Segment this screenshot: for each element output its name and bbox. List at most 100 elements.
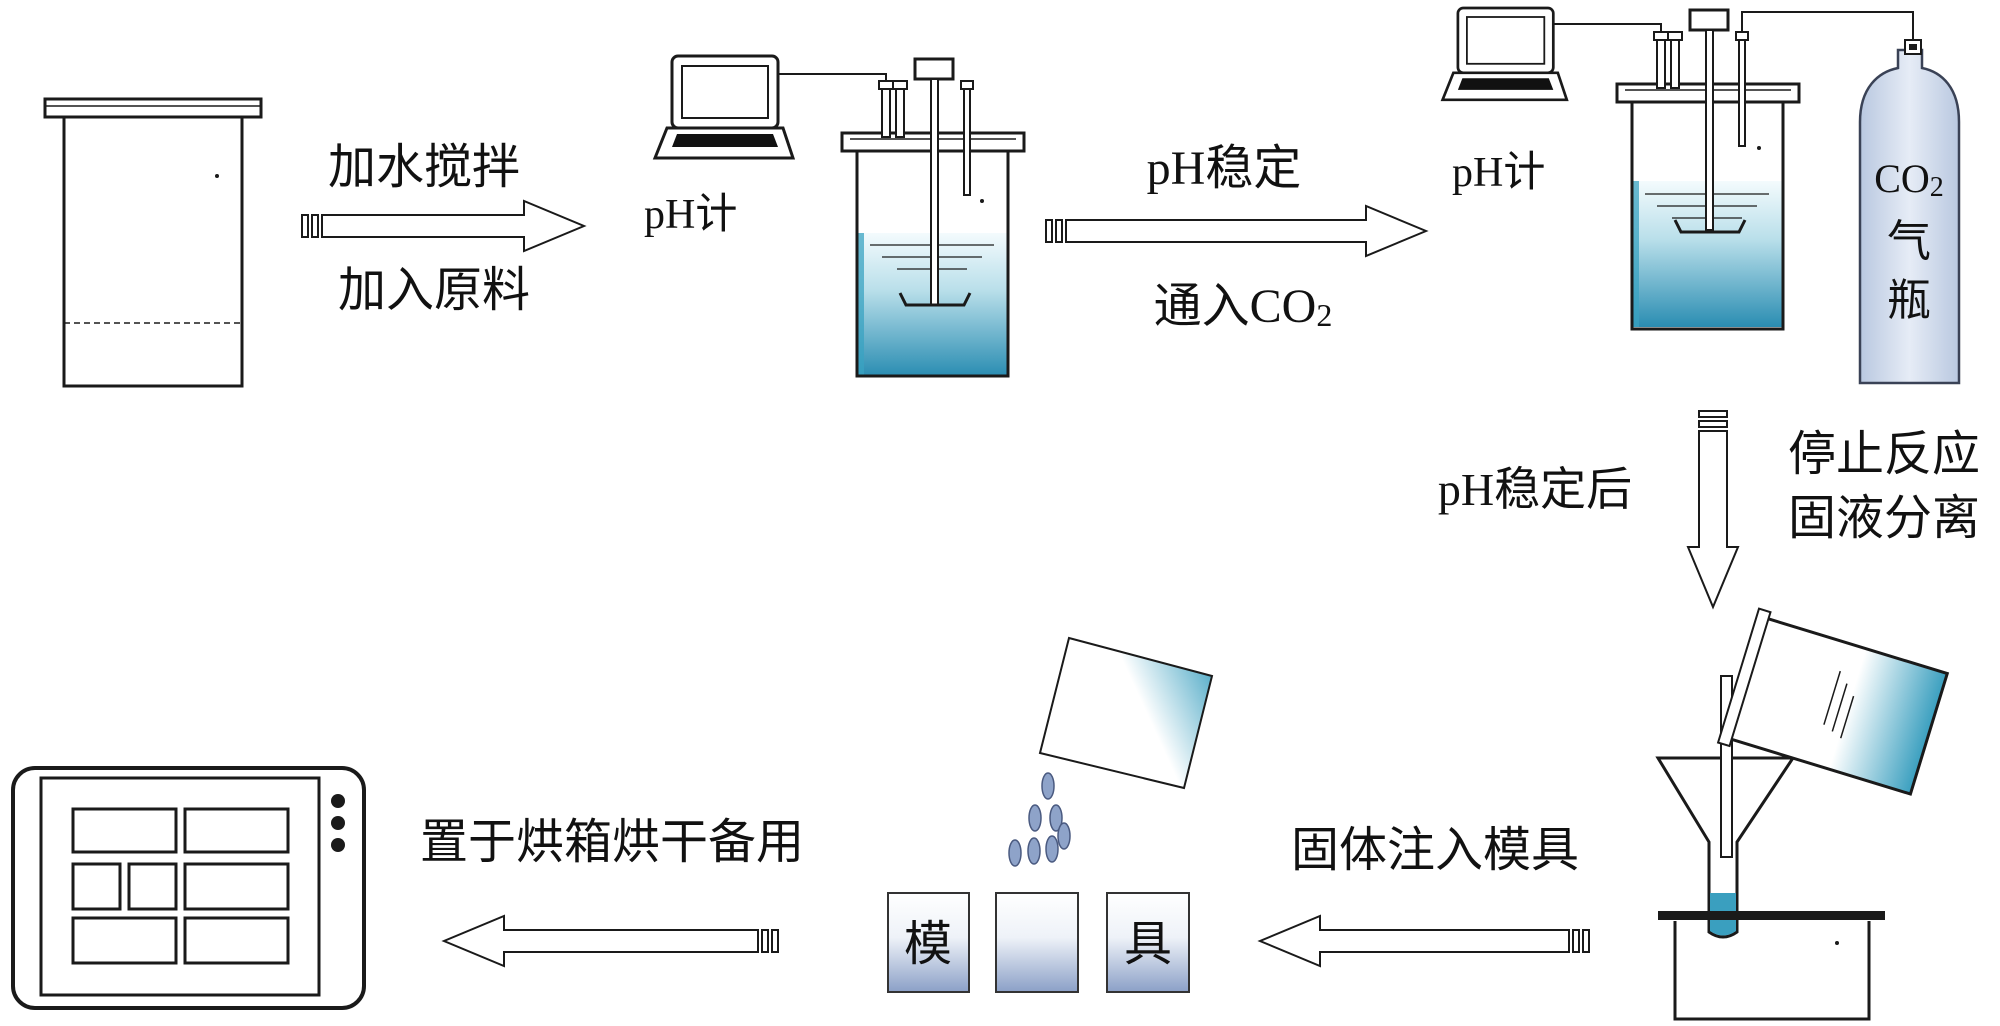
- reactor-liquid-edge: [857, 233, 864, 376]
- ph-meter-cable: [778, 73, 887, 81]
- gas-cylinder-label-line-3: 瓶: [1887, 275, 1931, 326]
- ph-electrode: [1656, 37, 1666, 89]
- arrow-tail-bar: [1582, 929, 1590, 953]
- temperature-probe: [1670, 37, 1680, 89]
- gas-inlet-tube: [963, 86, 971, 196]
- arrow-body: [321, 199, 587, 253]
- support-plate: [1658, 911, 1885, 920]
- mold-label-right: 具: [1124, 916, 1172, 972]
- reactor-icon: [1615, 8, 1801, 331]
- receiving-beaker: [1673, 921, 1871, 1021]
- reactor-icon: [840, 57, 1026, 378]
- gas-cylinder-label-line-2: 气: [1887, 216, 1931, 267]
- filtration-setup: [1655, 607, 1950, 1021]
- graduation-line: [1839, 695, 1855, 739]
- oven-shelf-cell: [183, 862, 290, 911]
- stirrer-shaft: [1705, 29, 1714, 231]
- ph-meter-cable: [1553, 23, 1662, 32]
- droplet: [1049, 804, 1063, 832]
- temperature-probe-cap: [1667, 31, 1683, 41]
- arrow-down: [1686, 410, 1740, 610]
- arrow-tail-bar: [1572, 929, 1580, 953]
- oven-shelf-cell: [127, 862, 178, 911]
- gas-inlet-cap: [960, 80, 974, 90]
- oven-shelf-cell: [71, 916, 178, 965]
- step-label-introduce-co2-main: 通入CO: [1154, 280, 1317, 333]
- glass-rod: [1720, 675, 1733, 858]
- reactor-liquid-edge: [1632, 181, 1639, 327]
- tilted-plate: [1038, 636, 1214, 790]
- oven-control-knob: [331, 838, 345, 852]
- gas-cylinder-label-co2-main: CO: [1874, 156, 1930, 201]
- mold-label-left: 模: [904, 916, 952, 972]
- laptop-keyboard: [1457, 78, 1554, 90]
- ph-electrode-cap: [878, 80, 894, 90]
- reactor-body: [1630, 102, 1785, 331]
- droplet: [1028, 804, 1042, 832]
- graduation-line: [1823, 670, 1842, 725]
- stirrer-motor: [913, 57, 955, 81]
- stirrer-impeller: [1673, 219, 1747, 234]
- arrow-tail-bar: [761, 929, 769, 953]
- mold-box-right: [1106, 892, 1190, 993]
- gas-cylinder-icon: [1858, 39, 1961, 385]
- laptop-keyboard: [672, 134, 778, 147]
- arrow-left-1: [1257, 914, 1590, 968]
- droplet: [1008, 839, 1022, 867]
- beaker-body: [62, 117, 244, 388]
- oven-shelf-cell: [71, 862, 122, 911]
- arrow-tail-bar: [771, 929, 779, 953]
- mold-box-left: [887, 892, 970, 993]
- arrow-body: [1257, 914, 1570, 968]
- droplet: [1027, 837, 1041, 865]
- arrow-tail-bar: [1698, 410, 1728, 418]
- ph-meter-label: pH计: [644, 192, 737, 238]
- mold-set: 模 具: [887, 636, 1214, 993]
- laptop-screen: [1466, 16, 1546, 65]
- mold-box-middle: [995, 892, 1079, 993]
- arrow-tail-bar: [1698, 420, 1728, 428]
- arrow-tail-bar: [1055, 219, 1063, 243]
- gas-inlet-cap: [1735, 31, 1749, 41]
- temperature-probe: [895, 86, 905, 138]
- reactor-mark: [980, 199, 984, 203]
- reactor-mark: [1757, 146, 1761, 150]
- arrow-tail-bar: [311, 214, 319, 238]
- gas-cylinder-label-co2: CO2: [1874, 156, 1944, 203]
- stirrer-impeller: [898, 292, 972, 307]
- arrow-body: [441, 914, 759, 968]
- step-label-ph-stable: pH稳定: [1147, 142, 1302, 195]
- graduation-line: [1831, 683, 1848, 732]
- gas-cylinder-valve-port: [1909, 44, 1917, 50]
- step-label-oven-dry: 置于烘箱烘干备用: [420, 814, 804, 870]
- gas-inlet-tube: [1738, 37, 1746, 147]
- oven-control-knob: [331, 816, 345, 830]
- step-label-after-ph-stable: pH稳定后: [1438, 464, 1632, 515]
- ph-meter-label: pH计: [1452, 150, 1545, 196]
- gas-line: [1741, 11, 1914, 40]
- beaker-icon: [43, 97, 263, 388]
- oven-control-knob: [331, 794, 345, 808]
- laptop-icon: [652, 54, 796, 160]
- beaker-mark: [215, 174, 219, 178]
- droplet: [1045, 835, 1059, 863]
- step-label-fill-mold: 固体注入模具: [1291, 822, 1579, 878]
- beaker-rim: [43, 97, 263, 119]
- step-label-introduce-co2: 通入CO2: [1154, 280, 1333, 333]
- arrow-tail-bar: [301, 214, 309, 238]
- droplet: [1057, 822, 1071, 850]
- reactor-body: [855, 151, 1010, 378]
- step-label-stop-reaction: 停止反应: [1788, 426, 1980, 482]
- step-label-add-water-stir: 加水搅拌: [328, 139, 520, 195]
- receiving-beaker-mark: [1835, 941, 1839, 945]
- laptop-icon: [1440, 6, 1569, 102]
- ph-electrode-cap: [1653, 31, 1669, 41]
- oven-shelf-cell: [183, 916, 290, 965]
- pouring-beaker-icon: [1716, 607, 1950, 796]
- temperature-probe-cap: [892, 80, 908, 90]
- stirrer-motor: [1688, 8, 1730, 32]
- pouring-beaker-lip: [1716, 607, 1772, 748]
- arrow-body: [1686, 430, 1740, 610]
- arrow-body: [1065, 204, 1429, 258]
